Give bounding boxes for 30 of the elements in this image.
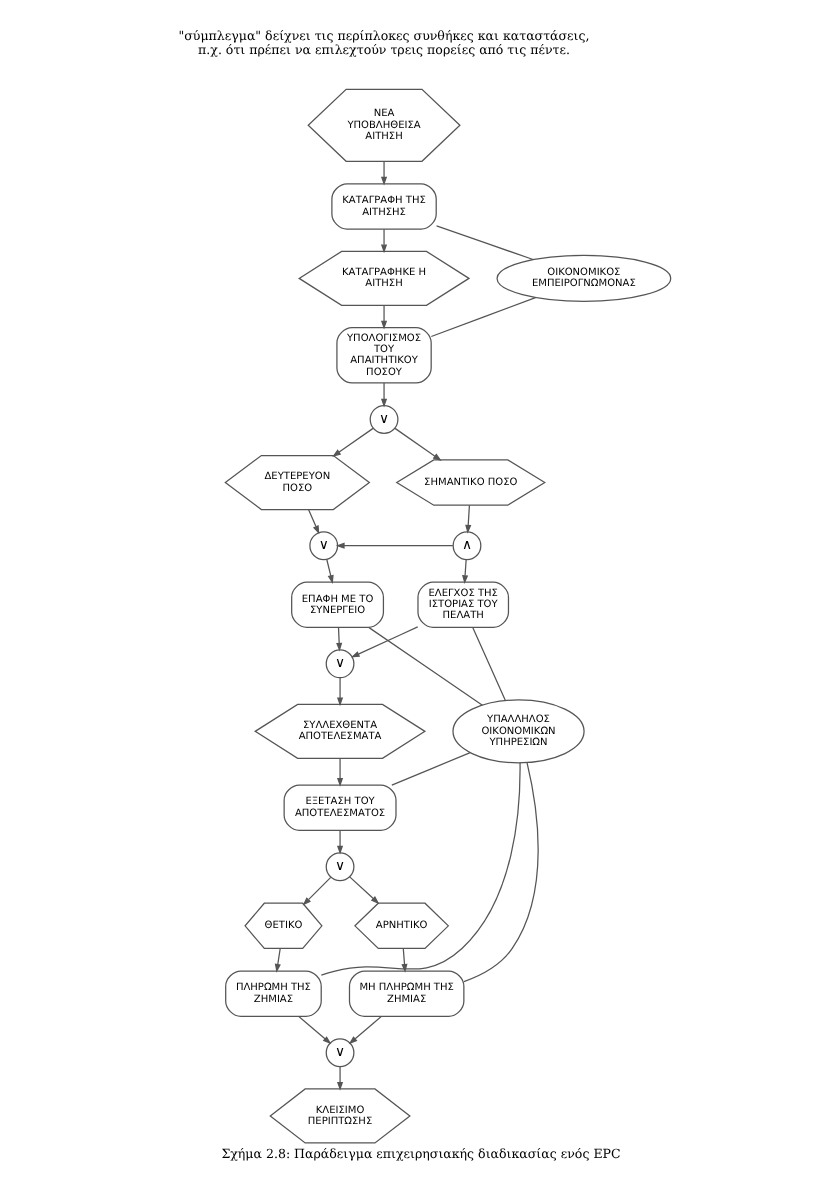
arrow xyxy=(464,504,471,534)
arrow xyxy=(331,427,373,457)
arrow xyxy=(379,304,387,330)
arrow xyxy=(349,626,418,658)
arrow xyxy=(461,558,468,584)
arrow xyxy=(335,1066,343,1091)
arrow xyxy=(400,947,407,973)
arrow xyxy=(393,427,441,461)
connector xyxy=(319,762,520,976)
connector xyxy=(367,627,482,706)
arrow xyxy=(301,876,331,906)
connector xyxy=(429,297,536,338)
arrow xyxy=(335,626,342,652)
arrow xyxy=(379,160,387,186)
arrow xyxy=(325,558,333,584)
arrow xyxy=(348,876,379,905)
arrow xyxy=(273,947,280,973)
arrow xyxy=(297,1015,331,1045)
arrow xyxy=(335,677,343,707)
connector xyxy=(471,627,506,702)
arrow xyxy=(306,508,319,535)
arrow xyxy=(335,829,343,855)
connector xyxy=(434,225,533,261)
arrow xyxy=(347,1015,382,1045)
arrow xyxy=(379,228,387,254)
arrow xyxy=(335,757,343,787)
connector xyxy=(462,761,538,983)
connector xyxy=(390,752,470,786)
arrow xyxy=(379,382,387,408)
arrow xyxy=(334,542,453,549)
